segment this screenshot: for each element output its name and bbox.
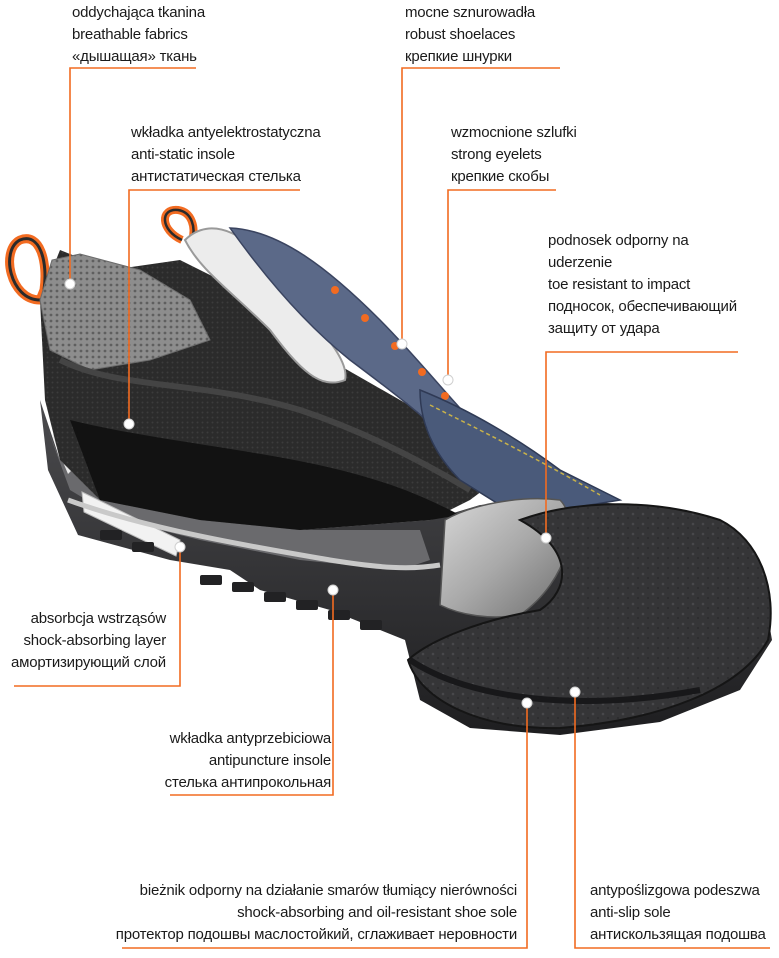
antislip-en: anti-slip sole: [590, 904, 671, 921]
leader-toecap-dot: [540, 532, 552, 544]
callout-anti-slip: antypoślizgowa podeszwa anti-slip sole а…: [590, 880, 766, 946]
toecap-ru2: защиту от удара: [548, 320, 660, 337]
toecap-pl1: podnosek odporny na: [548, 232, 689, 249]
eyelets-ru: крепкие скобы: [451, 168, 550, 185]
leader-eyelets-dot: [442, 374, 454, 386]
insole: [70, 420, 460, 530]
callout-breathable-fabrics: oddychająca tkanina breathable fabrics «…: [72, 2, 205, 68]
breathable-pl: oddychająca tkanina: [72, 4, 205, 21]
leader-breathable: [69, 67, 196, 284]
antipuncture-pl: wkładka antyprzebiciowa: [169, 730, 332, 747]
leader-antislip-dot: [569, 686, 581, 698]
antistatic-en: anti-static insole: [131, 146, 235, 163]
leader-antipuncture: [170, 590, 334, 796]
callout-tread: bieżnik odporny na działanie smarów tłum…: [116, 880, 517, 946]
leader-antislip: [574, 692, 770, 949]
tread-pl: bieżnik odporny na działanie smarów tłum…: [139, 882, 518, 899]
absorb-pl: absorbcja wstrząsów: [30, 610, 167, 627]
callout-shoelaces: mocne sznurowadła robust shoelaces крепк…: [405, 2, 535, 68]
antipuncture-en: antipuncture insole: [208, 752, 331, 769]
eyelets-en: strong eyelets: [451, 146, 542, 163]
leader-laces-dot: [396, 338, 408, 350]
leader-eyelets: [447, 189, 556, 380]
leader-antistatic-dot: [123, 418, 135, 430]
absorb-en: shock-absorbing layer: [23, 632, 166, 649]
antislip-pl: antypoślizgowa podeszwa: [590, 882, 760, 899]
eyelets-pl: wzmocnione szlufki: [451, 124, 577, 141]
laces-en: robust shoelaces: [405, 26, 516, 43]
breathable-en: breathable fabrics: [72, 26, 188, 43]
leader-absorb: [14, 547, 181, 687]
antistatic-ru: антистатическая стелька: [131, 168, 301, 185]
antipuncture-ru: стелька антипрокольная: [164, 774, 332, 791]
leader-laces: [401, 67, 560, 344]
tread-en: shock-absorbing and oil-resistant shoe s…: [237, 904, 517, 921]
callout-eyelets: wzmocnione szlufki strong eyelets крепки…: [451, 122, 577, 188]
callout-antistatic-insole: wkładka antyelektrostatyczna anti-static…: [131, 122, 321, 188]
laces-ru: крепкие шнурки: [405, 48, 512, 65]
breathable-ru: «дышащая» ткань: [72, 48, 197, 65]
leader-breathable-dot: [64, 278, 76, 290]
leader-absorb-dot: [174, 541, 186, 553]
antislip-ru: антискользящая подошва: [590, 926, 766, 943]
toe-bumper: [406, 503, 772, 730]
laces-pl: mocne sznurowadła: [405, 4, 536, 21]
callout-shock-absorbing: absorbcja wstrząsów shock-absorbing laye…: [11, 608, 166, 674]
leader-toecap: [545, 351, 738, 538]
shock-absorbing-layer: [67, 497, 441, 571]
absorb-ru: амортизирующий слой: [10, 654, 166, 671]
antistatic-pl: wkładka antyelektrostatyczna: [131, 124, 321, 141]
toecap-pl2: uderzenie: [548, 254, 613, 271]
leader-tread-dot: [521, 697, 533, 709]
collar-mesh: [39, 253, 211, 371]
callout-antipuncture: wkładka antyprzebiciowa antipuncture ins…: [164, 728, 332, 794]
callout-toe-cap: podnosek odporny na uderzenie toe resist…: [548, 230, 737, 340]
toecap-ru1: подносок, обеспечивающий: [548, 298, 737, 315]
tread-ru: протектор подошвы маслостойкий, сглажива…: [115, 926, 517, 943]
leader-antipuncture-dot: [327, 584, 339, 596]
leader-tread: [122, 703, 528, 949]
toecap-en: toe resistant to impact: [548, 276, 691, 293]
tread-lugs: [100, 530, 382, 630]
leader-antistatic: [128, 189, 300, 424]
